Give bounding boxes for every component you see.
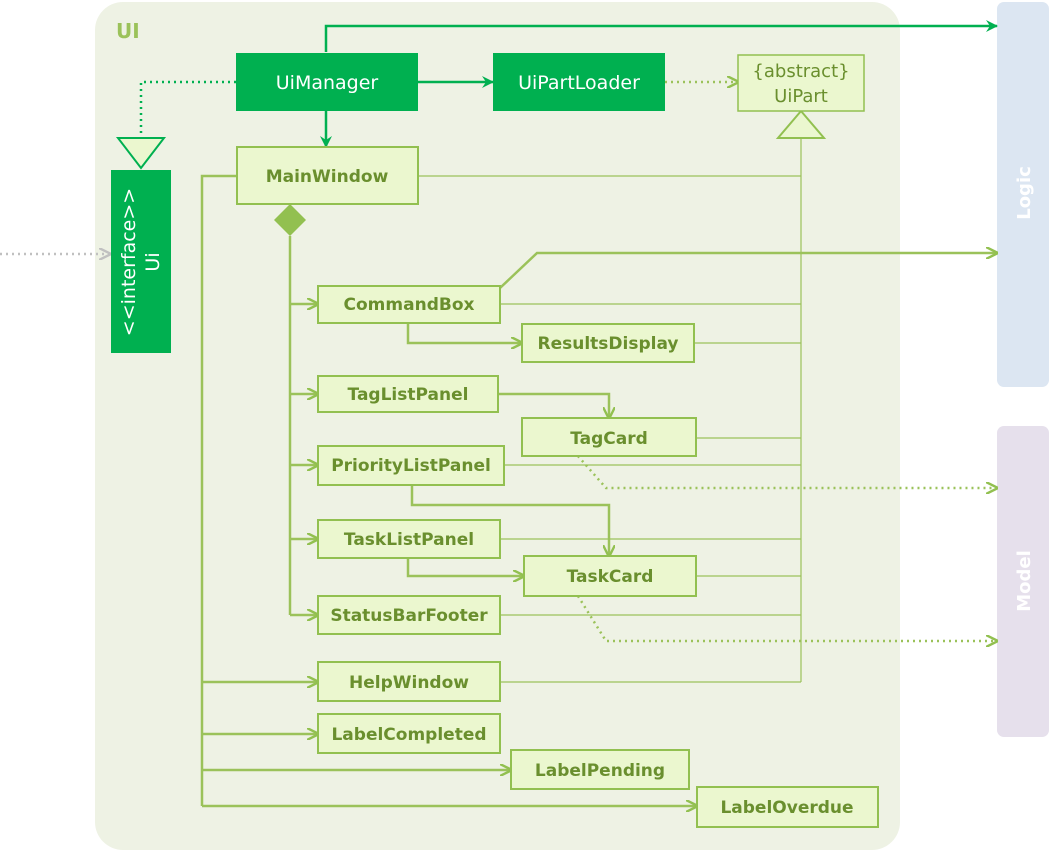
statusbarfooter-label: StatusBarFooter bbox=[330, 606, 488, 626]
tagcard-label: TagCard bbox=[570, 429, 648, 449]
mainwindow-owned-lines bbox=[200, 174, 697, 806]
uipart-box: {abstract} UiPart bbox=[737, 54, 865, 112]
composition-diamond bbox=[274, 204, 306, 236]
labelpending-label: LabelPending bbox=[535, 761, 665, 781]
resultsdisplay-label: ResultsDisplay bbox=[538, 334, 679, 354]
mainwindow-label: MainWindow bbox=[266, 167, 389, 187]
model-dependencies bbox=[576, 455, 997, 641]
realization-line bbox=[139, 80, 236, 138]
ui-interface-box: <<interface>> Ui bbox=[111, 170, 171, 353]
uipartloader-box: UiPartLoader bbox=[493, 53, 665, 111]
labelcompleted-label: LabelCompleted bbox=[331, 725, 486, 745]
prioritylistpanel-label: PriorityListPanel bbox=[331, 456, 491, 476]
helpwindow-box: HelpWindow bbox=[317, 661, 501, 702]
resultsdisplay-box: ResultsDisplay bbox=[521, 323, 695, 363]
tasklistpanel-box: TaskListPanel bbox=[317, 519, 501, 559]
taskcard-box: TaskCard bbox=[523, 555, 697, 597]
uimanager-box: UiManager bbox=[236, 53, 418, 111]
logic-label: Logic bbox=[1014, 166, 1035, 220]
commandbox-label: CommandBox bbox=[344, 295, 475, 315]
commandbox-box: CommandBox bbox=[317, 285, 501, 324]
labelpending-box: LabelPending bbox=[510, 749, 690, 790]
statusbarfooter-box: StatusBarFooter bbox=[317, 595, 501, 635]
inner-associations bbox=[406, 253, 997, 576]
composition-lines bbox=[288, 236, 318, 615]
tasklistpanel-label: TaskListPanel bbox=[344, 530, 474, 550]
taskcard-label: TaskCard bbox=[567, 567, 654, 587]
uipartloader-label: UiPartLoader bbox=[518, 72, 640, 94]
uimanager-logic-arrow bbox=[324, 20, 998, 52]
model-component: Model bbox=[997, 426, 1049, 737]
taglistpanel-label: TagListPanel bbox=[348, 385, 469, 405]
labelcompleted-box: LabelCompleted bbox=[317, 713, 501, 754]
model-label: Model bbox=[1014, 550, 1035, 612]
realization-triangle bbox=[115, 137, 167, 170]
ui-package-label: UI bbox=[116, 19, 140, 43]
prioritylistpanel-box: PriorityListPanel bbox=[317, 445, 505, 486]
labeloverdue-box: LabelOverdue bbox=[696, 786, 879, 828]
helpwindow-label: HelpWindow bbox=[349, 673, 469, 693]
uipart-stereotype: {abstract} bbox=[752, 61, 849, 82]
tagcard-box: TagCard bbox=[521, 417, 697, 457]
uipart-label: UiPart bbox=[774, 86, 828, 107]
ui-interface-stereotype: <<interface>> bbox=[118, 188, 140, 336]
inheritance-bus bbox=[418, 138, 802, 683]
logic-component: Logic bbox=[997, 2, 1049, 387]
ui-interface-name: Ui bbox=[142, 252, 164, 271]
mainwindow-box: MainWindow bbox=[236, 146, 419, 205]
labeloverdue-label: LabelOverdue bbox=[720, 798, 853, 818]
taglistpanel-box: TagListPanel bbox=[317, 375, 499, 413]
inheritance-triangle bbox=[775, 109, 827, 139]
uimanager-label: UiManager bbox=[276, 72, 379, 94]
